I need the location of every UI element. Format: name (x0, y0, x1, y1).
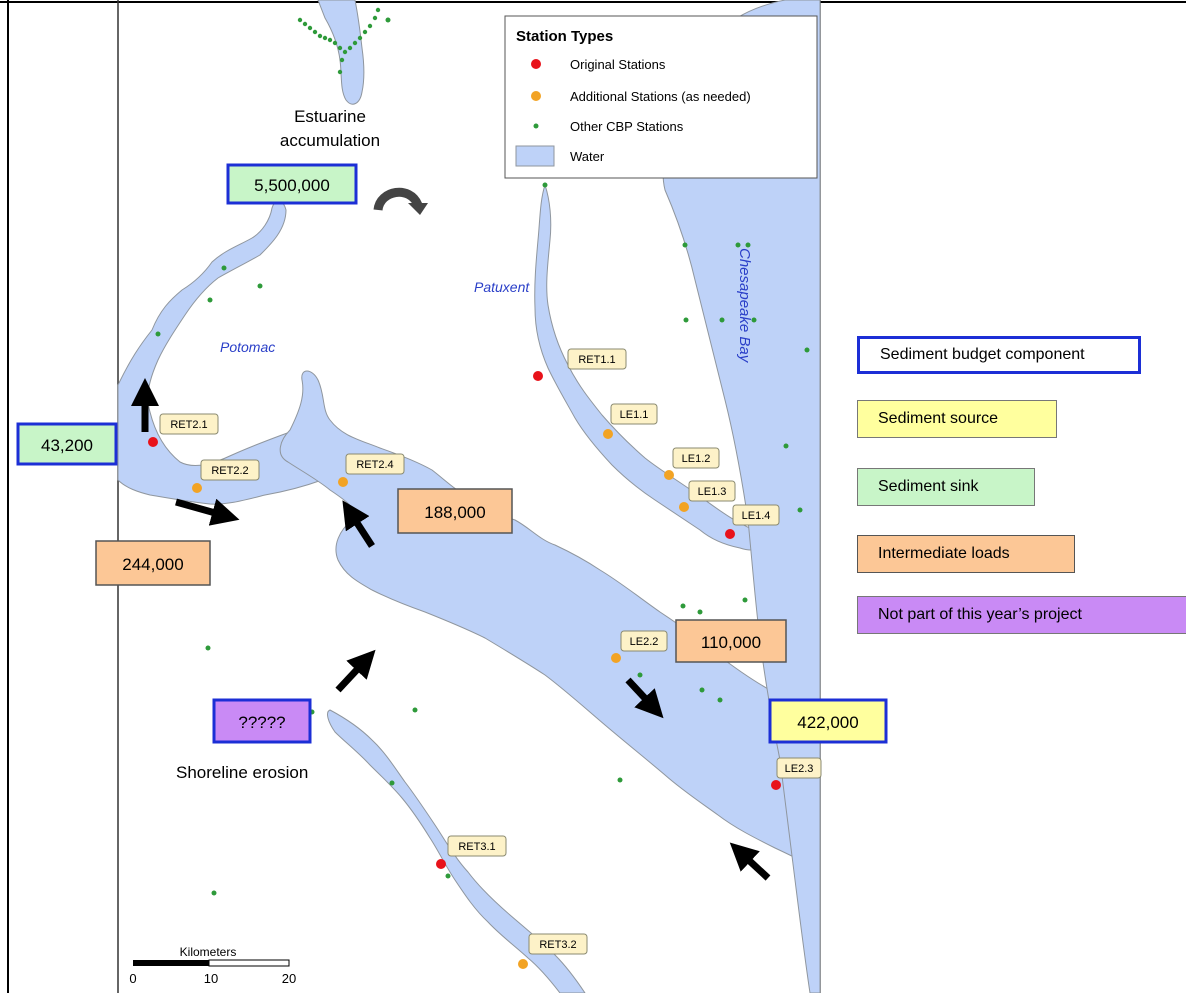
north-channel-stations (297, 7, 381, 75)
station-label-RET3.1: RET3.1 (458, 841, 495, 853)
mid-value-box (95, 540, 211, 586)
station-marker-LE1.3[interactable] (679, 502, 689, 512)
scale-bar: Kilometers 0 10 20 (129, 945, 296, 986)
station-label-LE2.2: LE2.2 (630, 636, 659, 648)
arrow-ret24 (342, 500, 375, 548)
station-marker-LE2.2[interactable] (611, 653, 621, 663)
station-types-legend: Station Types Original Stations Addition… (504, 15, 818, 179)
key-label: Intermediate loads (878, 545, 1010, 562)
key-item-source: Sediment source (857, 400, 1057, 438)
estuarine-value: 5,500,000 (254, 176, 330, 195)
station-label-box (447, 835, 507, 857)
arrow-le22 (625, 677, 664, 719)
estuarine-curved-arrow (373, 187, 423, 212)
station-label-box (688, 480, 736, 502)
arrow-ret22 (175, 498, 240, 526)
key-label: Sediment source (878, 410, 999, 427)
le22-value: 110,000 (701, 633, 761, 652)
le22-value-box (675, 619, 787, 663)
upper-potomac-value-box (16, 422, 118, 466)
station-label-LE1.2: LE1.2 (682, 453, 711, 465)
key-item-sink: Sediment sink (857, 468, 1035, 506)
legend-item-original: Original Stations (570, 57, 666, 72)
station-marker-RET2.4[interactable] (338, 477, 348, 487)
scale-bar-segment-dark (133, 960, 209, 966)
scale-tick-20: 20 (282, 971, 296, 986)
annotation-estuarine-line2: accumulation (280, 131, 380, 150)
annotation-estuarine-line1: Estuarine (294, 107, 366, 126)
station-marker-RET3.2[interactable] (518, 959, 528, 969)
key-item-budget-component: Sediment budget component (857, 336, 1141, 374)
upper-potomac-value: 43,200 (41, 436, 93, 455)
flow-arrows (131, 378, 771, 881)
legend-water-swatch-icon (515, 145, 555, 167)
shoreline-value-box (212, 698, 312, 744)
key-label: Sediment budget component (880, 346, 1085, 363)
scale-tick-0: 0 (129, 971, 136, 986)
ret24-value: 188,000 (424, 503, 485, 522)
key-item-not-part: Not part of this year’s project (857, 596, 1186, 634)
station-marker-RET1.1[interactable] (533, 371, 543, 381)
arrow-le23 (729, 842, 771, 881)
station-marker-LE1.2[interactable] (664, 470, 674, 480)
station-label-LE2.3: LE2.3 (785, 763, 814, 775)
legend-orange-dot-icon (531, 91, 541, 101)
river-label-patuxent: Patuxent (474, 279, 530, 295)
station-label-box (159, 413, 219, 435)
north-channel-water (317, 0, 365, 105)
station-marker-LE1.4[interactable] (725, 529, 735, 539)
station-marker-LE1.1[interactable] (603, 429, 613, 439)
key-label: Sediment sink (878, 478, 979, 495)
station-label-LE1.1: LE1.1 (620, 409, 649, 421)
scale-bar-title: Kilometers (180, 945, 237, 959)
station-label-LE1.4: LE1.4 (742, 510, 771, 522)
station-label-box (620, 630, 668, 652)
station-marker-RET3.1[interactable] (436, 859, 446, 869)
ret24-value-box (397, 488, 513, 534)
upper-potomac-water (117, 201, 323, 505)
river-label-chesapeake: Chesapeake Bay (736, 248, 753, 364)
station-label-box (732, 504, 780, 526)
shoreline-value: ????? (238, 713, 285, 732)
scale-bar-segment-light (208, 959, 290, 967)
station-label-box (345, 453, 405, 475)
legend-item-water: Water (570, 149, 605, 164)
station-label-box (567, 348, 627, 370)
station-label-RET3.2: RET3.2 (539, 939, 576, 951)
le23-value: 422,000 (797, 713, 858, 732)
legend-green-dot-icon (533, 123, 539, 129)
legend-box (504, 15, 818, 179)
arrow-shoreline (335, 649, 376, 693)
station-marker-LE2.3[interactable] (771, 780, 781, 790)
estuarine-value-box (226, 163, 358, 205)
estuarine-arrow-head (408, 203, 428, 215)
other-cbp-stations (155, 17, 810, 896)
legend-red-dot-icon (531, 59, 541, 69)
river-label-potomac: Potomac (220, 339, 275, 355)
station-label-LE1.3: LE1.3 (698, 486, 727, 498)
scale-tick-10: 10 (204, 971, 218, 986)
mid-value: 244,000 (122, 555, 183, 574)
station-label-RET1.1: RET1.1 (578, 354, 615, 366)
station-marker-RET2.2[interactable] (192, 483, 202, 493)
station-label-box (610, 403, 658, 425)
key-label: Not part of this year’s project (878, 606, 1082, 623)
legend-title: Station Types (516, 28, 613, 45)
station-label-RET2.4: RET2.4 (356, 459, 393, 471)
budget-value-boxes: 5,500,000 43,200 244,000 188,000 110,000… (16, 163, 888, 744)
station-label-RET2.2: RET2.2 (211, 465, 248, 477)
station-label-box (776, 757, 822, 779)
station-label-box (528, 933, 588, 955)
station-label-box (200, 459, 260, 481)
station-markers: RET1.1 LE1.1 LE1.2 LE1.3 LE1.4 RET2.1 RE… (148, 348, 822, 969)
station-label-box (672, 447, 720, 469)
station-label-RET2.1: RET2.1 (170, 419, 207, 431)
key-item-intermediate: Intermediate loads (857, 535, 1075, 573)
le23-value-box (768, 698, 888, 744)
legend-item-additional: Additional Stations (as needed) (570, 89, 751, 104)
station-marker-RET2.1[interactable] (148, 437, 158, 447)
annotation-shoreline: Shoreline erosion (176, 763, 308, 782)
legend-item-other: Other CBP Stations (570, 119, 684, 134)
